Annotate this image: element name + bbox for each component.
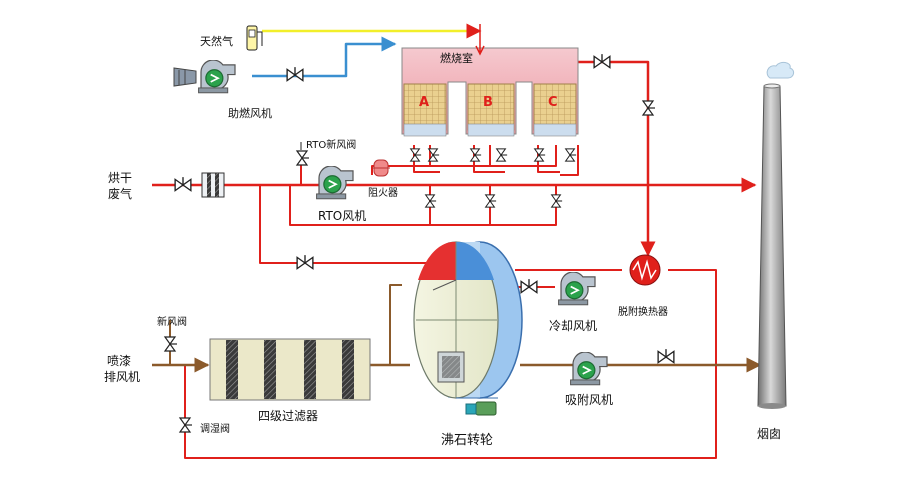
chamber-b-label: B	[483, 95, 493, 110]
rto-fresh-air-valve[interactable]	[296, 150, 310, 166]
adsorption-fan-label: 吸附风机	[565, 393, 613, 407]
chamber-outlet-valve[interactable]	[593, 53, 611, 69]
spray-exhaust-label-2: 排风机	[104, 370, 140, 384]
chimney-label: 烟囱	[757, 427, 781, 441]
valve-a3[interactable]	[425, 194, 437, 208]
valve-c2[interactable]	[565, 148, 577, 162]
drying-filter-icon	[201, 172, 225, 198]
cooling-fan-icon[interactable]	[558, 272, 596, 306]
filter-label: 四级过滤器	[258, 409, 318, 423]
combustion-fan-inlet-icon	[173, 67, 197, 87]
combustion-fan-icon[interactable]	[198, 60, 236, 94]
zeolite-rotor-label: 沸石转轮	[441, 433, 493, 448]
rto-fan-label: RTO风机	[318, 209, 366, 223]
humidity-valve[interactable]	[179, 417, 193, 433]
natural-gas-label: 天然气	[200, 34, 233, 48]
drying-exhaust-label-2: 废气	[108, 186, 132, 201]
combustion-chamber	[401, 24, 579, 137]
adsorption-fan-icon[interactable]	[570, 352, 608, 386]
combustion-air-valve[interactable]	[286, 66, 304, 82]
flame-arrester-icon	[372, 159, 390, 177]
cooling-fan-label: 冷却风机	[549, 319, 597, 333]
desorption-heat-exchanger-icon	[629, 254, 661, 286]
fresh-air-valve[interactable]	[164, 336, 178, 352]
natural-gas-dispenser-icon	[246, 25, 263, 51]
heat-exchanger-label: 脱附换热器	[618, 305, 668, 318]
valve-b2[interactable]	[496, 148, 508, 162]
cooling-air-valve[interactable]	[520, 278, 538, 294]
rotor-drive-motor-icon	[465, 401, 497, 416]
humidity-valve-label: 调湿阀	[200, 422, 230, 435]
chimney	[757, 61, 795, 409]
combustion-air-line	[252, 36, 397, 78]
rto-fan-icon[interactable]	[316, 166, 354, 200]
chamber-a-label: A	[419, 95, 429, 110]
drying-exhaust-label-1: 烘干	[108, 171, 132, 185]
chamber-c-label: C	[548, 95, 558, 110]
valve-c1[interactable]	[534, 148, 546, 162]
valve-b1[interactable]	[470, 148, 482, 162]
fresh-air-valve-label: 新风阀	[157, 315, 187, 328]
combustion-fan-label: 助燃风机	[228, 106, 272, 120]
valve-c3[interactable]	[551, 194, 563, 208]
drying-exhaust-valve[interactable]	[174, 176, 192, 192]
adsorption-outlet-valve[interactable]	[657, 348, 675, 364]
four-stage-filter	[209, 338, 371, 401]
valve-b3[interactable]	[485, 194, 497, 208]
spray-exhaust-label-1: 喷漆	[107, 354, 131, 368]
heat-exchanger-inlet-valve[interactable]	[642, 100, 656, 116]
zeolite-rotor	[413, 241, 523, 399]
rto-fresh-air-valve-label: RTO新风阀	[306, 138, 356, 151]
desorption-return-valve[interactable]	[296, 254, 314, 270]
valve-a1[interactable]	[410, 148, 422, 162]
flame-arrester-label: 阻火器	[368, 187, 398, 199]
combustion-chamber-label: 燃烧室	[440, 51, 473, 65]
